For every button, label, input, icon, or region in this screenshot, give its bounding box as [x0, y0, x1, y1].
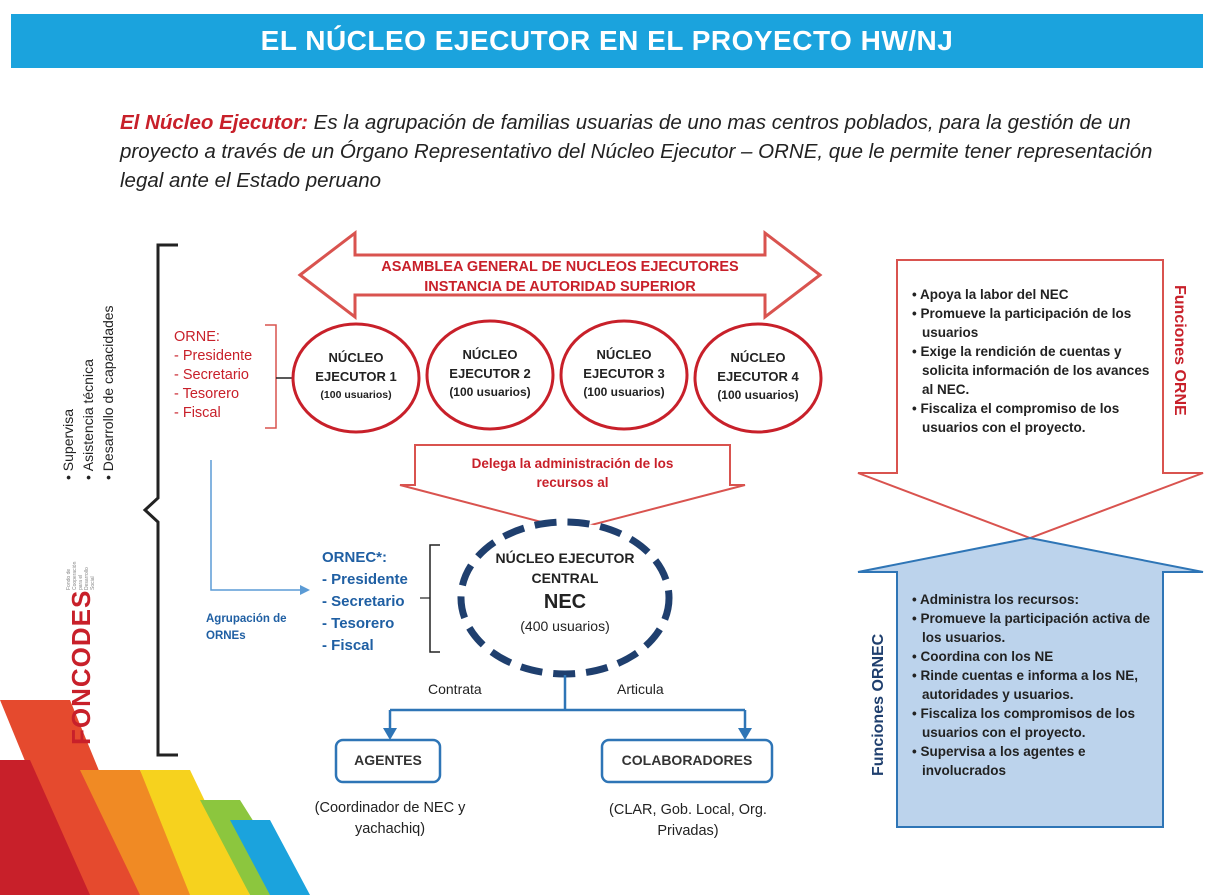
funciones-orne-label: Funciones ORNE — [1171, 285, 1188, 416]
ornec-label: ORNEC*: — [322, 549, 388, 566]
agentes-title: AGENTES — [354, 752, 422, 768]
assembly-line-2: INSTANCIA DE AUTORIDAD SUPERIOR — [424, 279, 696, 295]
ornec-member-4: - Fiscal — [322, 637, 374, 654]
assembly-line-1: ASAMBLEA GENERAL DE NUCLEOS EJECUTORES — [381, 259, 739, 275]
foncodes-logo-tagline: Fondo de Cooperación para el Desarrollo … — [66, 561, 96, 590]
intro-term: El Núcleo Ejecutor: — [120, 111, 308, 134]
funciones-orne-list: • Apoya la labor del NEC • Promueve la p… — [912, 285, 1154, 437]
agrupacion-label: Agrupación de ORNEs — [206, 613, 287, 642]
funciones-ornec-item-4: • Rinde cuentas e informa a los NE, auto… — [912, 668, 1139, 702]
ornec-member-1: - Presidente — [322, 571, 408, 588]
nucleo-circle-2 — [425, 319, 555, 431]
funciones-ornec-item-6: • Supervisa a los agentes e involucrados — [912, 744, 1086, 778]
orne-member-2: - Secretario — [174, 367, 249, 383]
funciones-ornec-item-3: • Coordina con los NE — [912, 649, 1054, 664]
ornec-list: ORNEC*: - Presidente - Secretario - Teso… — [322, 547, 408, 657]
funciones-orne-arrow — [857, 259, 1204, 540]
nec-acronym: NEC — [543, 591, 587, 613]
colaboradores-title: COLABORADORES — [621, 752, 753, 768]
colaboradores-desc: (CLAR, Gob. Local, Org. Privadas) — [609, 802, 767, 839]
nucleo-circle-3 — [559, 319, 689, 431]
intro-paragraph: El Núcleo Ejecutor: Es la agrupación de … — [120, 108, 1170, 195]
funciones-ornec-label: Funciones ORNEC — [870, 633, 887, 776]
funciones-ornec-arrow — [857, 536, 1204, 828]
agrupacion-line — [210, 460, 300, 591]
nec-ellipse — [457, 518, 673, 678]
ornec-bracket — [429, 544, 440, 653]
nec-label: NÚCLEO EJECUTOR CENTRAL NEC (400 usuario… — [480, 548, 650, 636]
foncodes-role-3: • Desarrollo de capacidades — [100, 305, 116, 480]
delega-label: Delega la administración de los recursos… — [471, 456, 674, 490]
colaboradores-box — [600, 738, 774, 784]
funciones-orne-item-1: • Apoya la labor del NEC — [912, 287, 1069, 302]
contrata-label: Contrata — [428, 681, 482, 697]
nec-users: (400 usuarios) — [520, 618, 610, 634]
funciones-ornec-item-5: • Fiscaliza los compromisos de los usuar… — [912, 706, 1136, 740]
foncodes-bracket — [142, 243, 178, 757]
assembly-label: ASAMBLEA GENERAL DE NUCLEOS EJECUTORES I… — [355, 257, 765, 297]
funciones-orne-item-3: • Exige la rendición de cuentas y solici… — [912, 344, 1150, 397]
foncodes-logo: FONCODES Fondo de Cooperación para el De… — [66, 555, 98, 745]
foncodes-role-2: • Asistencia técnica — [80, 359, 96, 480]
ornec-member-3: - Tesorero — [322, 615, 395, 632]
agentes-box — [334, 738, 442, 784]
orne-member-4: - Fiscal — [174, 405, 221, 421]
foncodes-roles: • Supervisa • Asistencia técnica • Desar… — [58, 270, 118, 480]
nucleo-circle-1 — [291, 322, 421, 434]
orne-bracket — [265, 324, 277, 429]
nec-line-1: NÚCLEO EJECUTOR — [495, 550, 635, 566]
orne-member-3: - Tesorero — [174, 386, 240, 402]
nec-tree-connector — [388, 675, 747, 730]
foncodes-logo-text: FONCODES — [66, 589, 96, 745]
articula-label: Articula — [617, 681, 664, 697]
funciones-orne-item-4: • Fiscaliza el compromiso de los usuario… — [912, 401, 1120, 435]
nucleo-circle-4 — [693, 322, 823, 434]
funciones-orne-item-2: • Promueve la participación de los usuar… — [912, 306, 1132, 340]
funciones-ornec-item-2: • Promueve la participación activa de lo… — [912, 611, 1151, 645]
funciones-ornec-item-1: • Administra los recursos: — [912, 592, 1080, 607]
page-title: EL NÚCLEO EJECUTOR EN EL PROYECTO HW/NJ — [260, 25, 954, 56]
agentes-desc: (Coordinador de NEC y yachachiq) — [314, 800, 466, 837]
funciones-ornec-list: • Administra los recursos: • Promueve la… — [912, 590, 1152, 780]
ornec-member-2: - Secretario — [322, 593, 405, 610]
delega-arrow — [399, 444, 746, 532]
foncodes-decor — [0, 700, 310, 895]
intro-text: Es la agrupación de familias usuarias de… — [120, 111, 1153, 192]
orne-member-1: - Presidente — [174, 348, 253, 364]
orne-list: ORNE: - Presidente - Secretario - Tesore… — [174, 328, 252, 423]
foncodes-role-1: • Supervisa — [60, 408, 76, 480]
title-bar: EL NÚCLEO EJECUTOR EN EL PROYECTO HW/NJ — [11, 14, 1203, 68]
orne-label: ORNE: — [174, 329, 220, 345]
nec-line-2: CENTRAL — [531, 570, 599, 586]
assembly-double-arrow — [297, 229, 823, 321]
